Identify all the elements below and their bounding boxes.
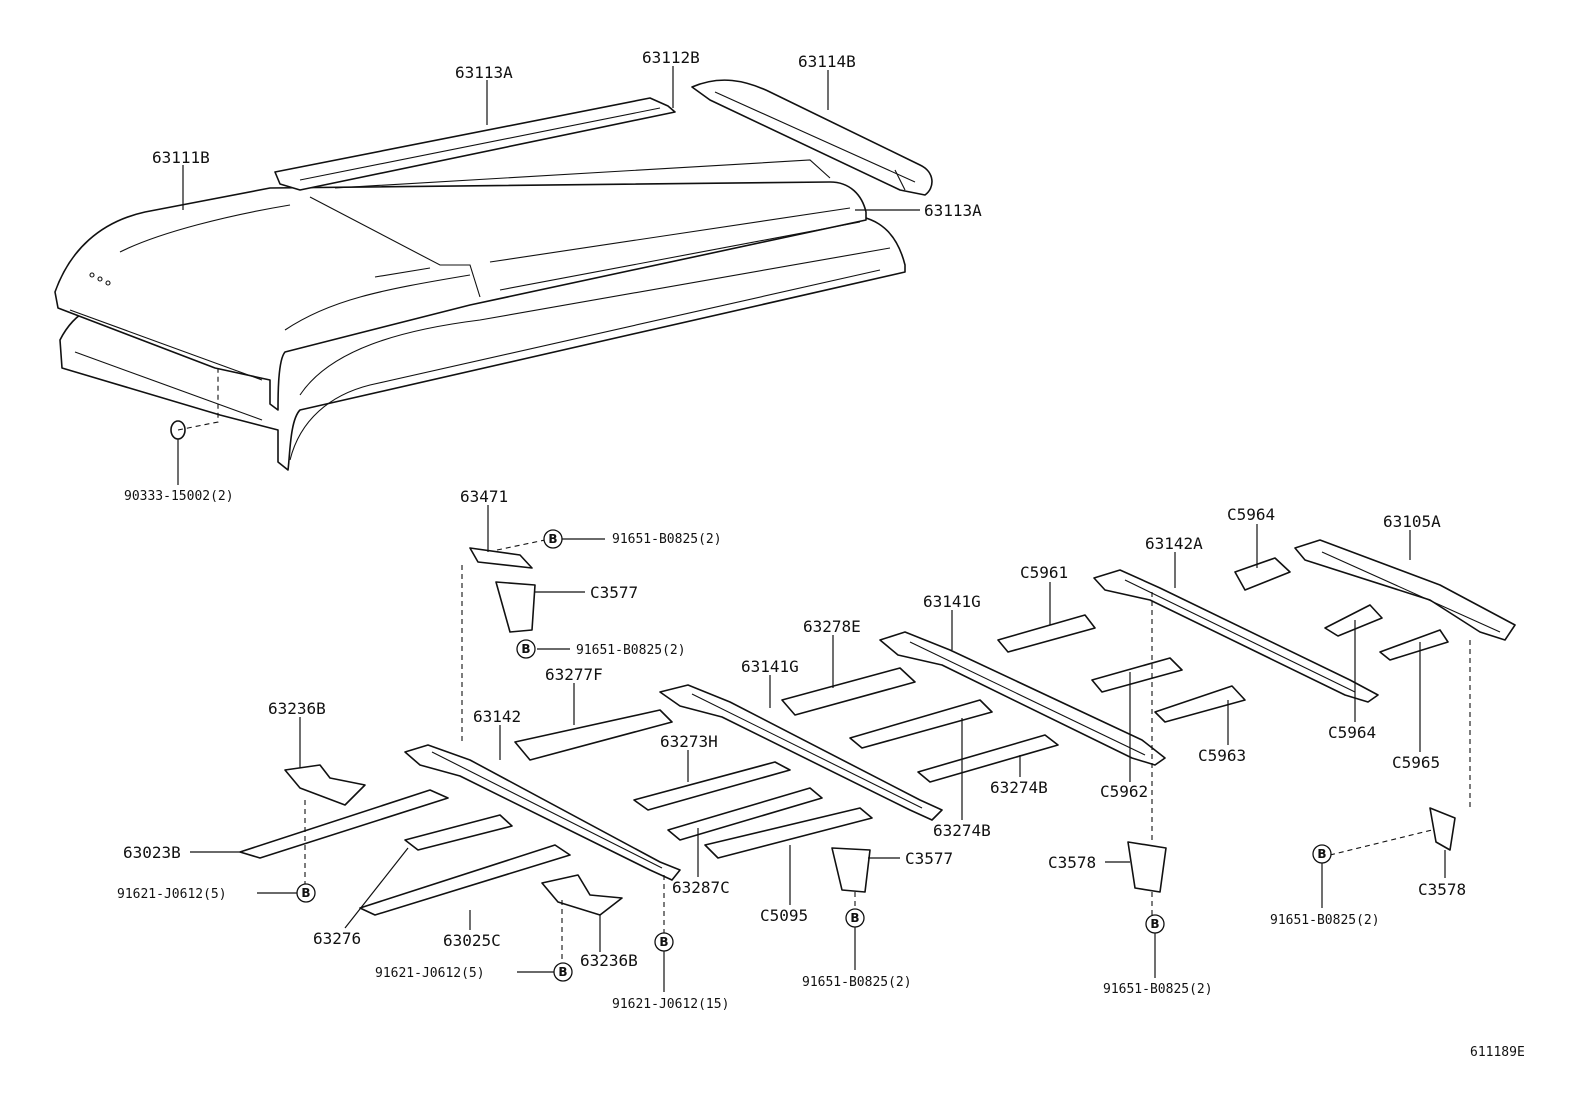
roof-panel-assembly [54, 79, 933, 471]
brace-C5963 [1154, 685, 1246, 723]
label-63113A-right: 63113A [924, 201, 982, 220]
label-91621-J0612-c: 91621-J0612(15) [612, 997, 729, 1012]
label-91651-B0825-c: 91651-B0825(2) [802, 975, 912, 990]
svg-text:B: B [1317, 847, 1326, 861]
label-C5963: C5963 [1198, 746, 1246, 765]
bolt-markers: B B B B B B B B [296, 529, 1332, 982]
bracket-63471 [469, 547, 533, 569]
bracket-C3577-mid [831, 847, 871, 893]
label-C5965: C5965 [1392, 753, 1440, 772]
label-C3578-right: C3578 [1418, 880, 1466, 899]
brace-C5962 [1091, 657, 1183, 693]
label-63278E: 63278E [803, 617, 861, 636]
bolt-marker-2: B [516, 639, 536, 659]
bracket-C5964-right [1324, 604, 1383, 637]
label-C5964-top: C5964 [1227, 505, 1275, 524]
bolt-marker-7: B [1145, 914, 1165, 934]
label-91651-B0825-d: 91651-B0825(2) [1103, 982, 1213, 997]
bow-63141G-left [659, 684, 943, 821]
label-63114B: 63114B [798, 52, 856, 71]
label-C3577-mid: C3577 [905, 849, 953, 868]
bracket-63236B-bottom [541, 874, 623, 916]
bolt-marker-6: B [845, 908, 865, 928]
svg-text:B: B [548, 532, 557, 546]
label-91621-J0612-b: 91621-J0612(5) [375, 966, 485, 981]
brace-63287C [667, 787, 823, 841]
bracket-C3578-left [1127, 841, 1167, 893]
label-C5961: C5961 [1020, 563, 1068, 582]
svg-text:B: B [1150, 917, 1159, 931]
svg-text:B: B [301, 886, 310, 900]
bracket-C3578-right [1429, 807, 1456, 851]
bow-63141G-right [879, 631, 1166, 766]
bolt-marker-3: B [296, 883, 316, 903]
brace-63023B [239, 789, 449, 859]
bolt-marker-4: B [553, 962, 573, 982]
rail-strip-63113A [274, 97, 676, 191]
brace-C5095 [704, 807, 873, 859]
label-63142: 63142 [473, 707, 521, 726]
brace-63025C [359, 844, 571, 916]
label-91651-B0825-e: 91651-B0825(2) [1270, 913, 1380, 928]
dashed-guides [177, 368, 1471, 970]
label-63113A-top: 63113A [455, 63, 513, 82]
label-63141G-right: 63141G [923, 592, 981, 611]
label-C5095: C5095 [760, 906, 808, 925]
label-63471: 63471 [460, 487, 508, 506]
label-63287C: 63287C [672, 878, 730, 897]
bracket-63236B-top [284, 764, 366, 806]
label-91651-B0825-b: 91651-B0825(2) [576, 643, 686, 658]
bolt-marker-5: B [654, 932, 674, 952]
label-91621-J0612-a: 91621-J0612(5) [117, 887, 227, 902]
label-C3578-left: C3578 [1048, 853, 1096, 872]
part-labels: 63113A 63112B 63114B 63111B 63113A 90333… [117, 48, 1525, 1060]
svg-text:B: B [521, 642, 530, 656]
label-63274B-a: 63274B [990, 778, 1048, 797]
bolt-marker-1: B [543, 529, 563, 549]
figure-code: 611189E [1470, 1045, 1525, 1060]
svg-text:B: B [850, 911, 859, 925]
label-63025C: 63025C [443, 931, 501, 950]
label-63105A: 63105A [1383, 512, 1441, 531]
label-C5964-right: C5964 [1328, 723, 1376, 742]
brace-C5961 [997, 614, 1096, 653]
bracket-C5965 [1379, 629, 1449, 661]
label-63142A: 63142A [1145, 534, 1203, 553]
brace-63274B-lower [917, 734, 1059, 783]
label-63274B-b: 63274B [933, 821, 991, 840]
label-63276: 63276 [313, 929, 361, 948]
label-C5962: C5962 [1100, 782, 1148, 801]
roof-bow-structure [170, 420, 1516, 916]
label-63273H: 63273H [660, 732, 718, 751]
bow-63142 [404, 744, 681, 881]
brace-63277F [514, 709, 673, 761]
bracket-C3577-top [495, 581, 536, 633]
label-91651-B0825-a: 91651-B0825(2) [612, 532, 722, 547]
label-63236B-bottom: 63236B [580, 951, 638, 970]
label-C3577-top: C3577 [590, 583, 638, 602]
leader-lines [177, 66, 1446, 992]
brace-63278E [781, 667, 916, 716]
roof-panel-63111B [54, 181, 867, 411]
svg-text:B: B [558, 965, 567, 979]
label-63111B: 63111B [152, 148, 210, 167]
bracket-C5964-top [1234, 557, 1291, 591]
label-63023B: 63023B [123, 843, 181, 862]
label-63277F: 63277F [545, 665, 603, 684]
label-63141G-left: 63141G [741, 657, 799, 676]
label-63236B-top: 63236B [268, 699, 326, 718]
brace-63276 [404, 814, 513, 851]
bolt-marker-8: B [1312, 844, 1332, 864]
label-90333-15002: 90333-15002(2) [124, 489, 234, 504]
svg-text:B: B [659, 935, 668, 949]
label-63112B: 63112B [642, 48, 700, 67]
brace-63274B-upper [849, 699, 993, 749]
brace-63273H [633, 761, 791, 811]
